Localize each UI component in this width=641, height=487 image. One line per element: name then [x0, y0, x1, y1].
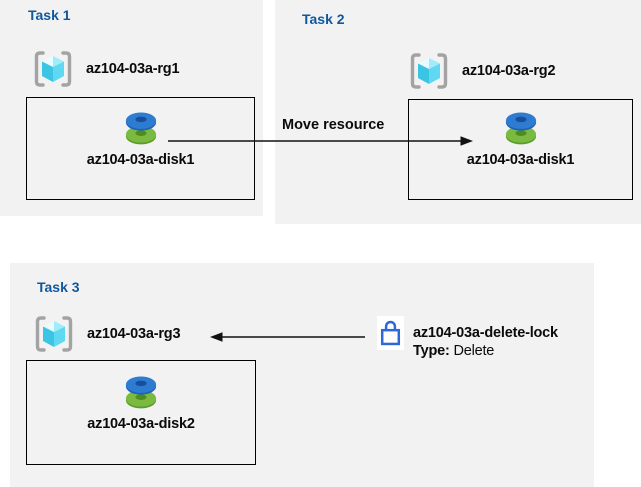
lock-badge: [377, 316, 404, 350]
resource-group-icon: [35, 316, 73, 352]
lock-type-label: Type:: [413, 343, 450, 359]
resource-group-label: az104-03a-rg2: [462, 63, 556, 79]
task3-title: Task 3: [37, 279, 80, 295]
task1-panel: Task 1 az104-03a-rg1 az104-03a-disk1: [0, 0, 263, 216]
resource-group-icon: [34, 51, 72, 87]
disk-label: az104-03a-disk1: [466, 152, 575, 168]
resource-group-label: az104-03a-rg3: [87, 326, 181, 342]
managed-disk-icon: [125, 376, 157, 409]
resource-group-icon: [410, 53, 448, 89]
task3-resource-box: az104-03a-disk2: [26, 360, 256, 465]
lock-icon: [380, 320, 401, 346]
lock-type-line: Type: Delete: [413, 342, 558, 360]
task3-resource-group: az104-03a-rg3: [32, 315, 181, 353]
managed-disk-icon: [125, 112, 156, 145]
lock-name: az104-03a-delete-lock: [413, 325, 558, 341]
task2-resource-box: az104-03a-disk1: [408, 99, 633, 200]
lock-type-value: Delete: [453, 343, 495, 359]
move-resource-label: Move resource: [282, 117, 385, 133]
task3-panel: Task 3 az104-03a-rg3 az104-03a-disk2: [10, 263, 594, 487]
task1-title: Task 1: [28, 7, 71, 23]
managed-disk-icon: [505, 112, 536, 145]
task1-resource-group: az104-03a-rg1: [31, 50, 180, 88]
disk-label: az104-03a-disk2: [87, 416, 195, 432]
resource-group-label: az104-03a-rg1: [86, 61, 180, 77]
task2-title: Task 2: [302, 11, 345, 27]
disk-label: az104-03a-disk1: [86, 152, 195, 168]
lock-text: az104-03a-delete-lock Type: Delete: [413, 316, 558, 360]
delete-lock-annotation: az104-03a-delete-lock Type: Delete: [377, 316, 558, 360]
task1-resource-box: az104-03a-disk1: [26, 97, 255, 200]
task2-panel: Task 2 az104-03a-rg2 az104-03a-disk1: [275, 0, 641, 224]
task2-resource-group: az104-03a-rg2: [407, 52, 556, 90]
